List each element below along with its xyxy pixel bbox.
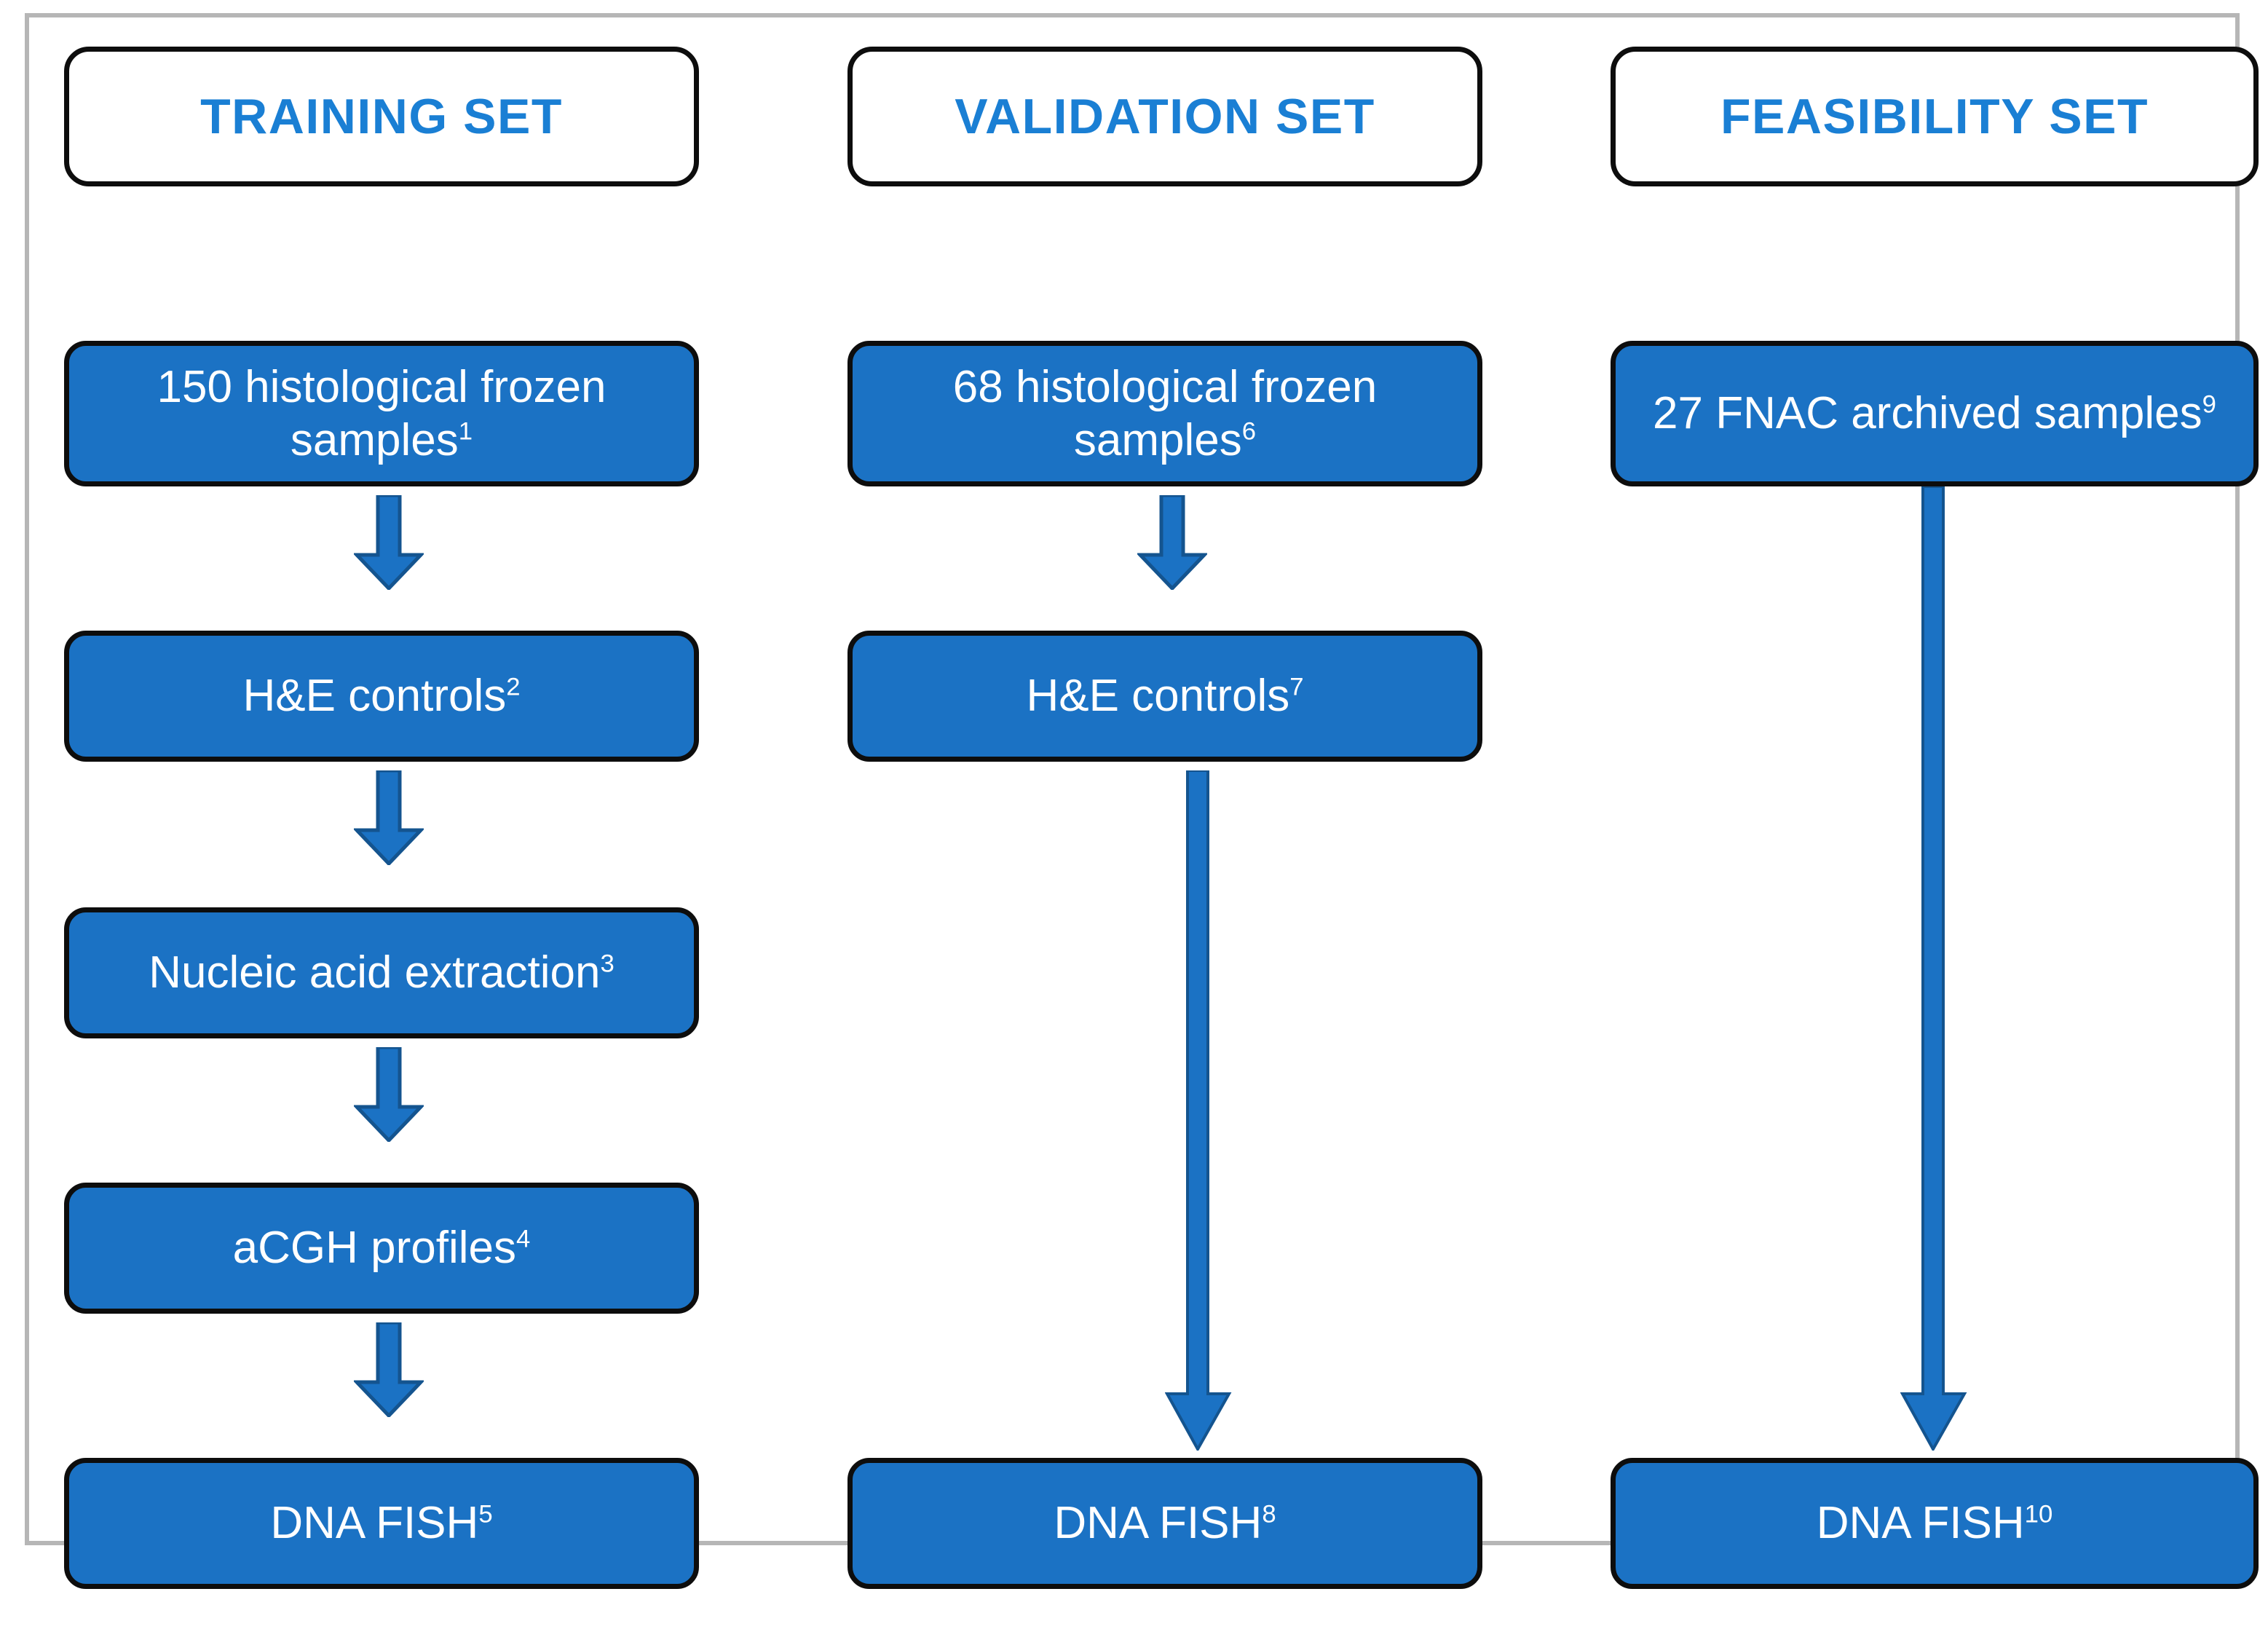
- node-label-training-dna-fish: DNA FISH5: [270, 1498, 493, 1549]
- node-training-dna-fish: DNA FISH5: [64, 1458, 699, 1589]
- arrow-training-samples-to-he-controls: [354, 495, 424, 590]
- node-label-training-nucleic-acid-extraction: Nucleic acid extraction3: [149, 947, 615, 998]
- superscript-ref: 3: [600, 950, 615, 978]
- header-box-validation-set: VALIDATION SET: [847, 47, 1482, 186]
- node-validation-samples: 68 histological frozen samples6: [847, 341, 1482, 486]
- node-label-training-he-controls: H&E controls2: [242, 671, 521, 722]
- superscript-ref: 9: [2202, 390, 2216, 419]
- node-training-acgh-profiles: aCGH profiles4: [64, 1183, 699, 1314]
- node-training-samples: 150 histological frozen samples1: [64, 341, 699, 486]
- node-label-training-samples: 150 histological frozen samples1: [157, 361, 606, 465]
- column-feasibility-set: FEASIBILITY SET 27 FNAC archived samples…: [1593, 17, 2268, 1589]
- superscript-ref: 4: [516, 1225, 531, 1253]
- node-validation-dna-fish: DNA FISH8: [847, 1458, 1482, 1589]
- node-feasibility-dna-fish: DNA FISH10: [1611, 1458, 2259, 1589]
- node-label-feasibility-dna-fish: DNA FISH10: [1816, 1498, 2053, 1549]
- header-box-training-set: TRAINING SET: [64, 47, 699, 186]
- column-training-set: TRAINING SET 150 histological frozen sam…: [42, 17, 741, 1589]
- node-training-he-controls: H&E controls2: [64, 631, 699, 762]
- superscript-ref: 10: [2024, 1500, 2053, 1529]
- header-label-training-set: TRAINING SET: [200, 89, 563, 144]
- node-validation-he-controls: H&E controls7: [847, 631, 1482, 762]
- node-label-validation-he-controls: H&E controls7: [1026, 671, 1304, 722]
- node-label-feasibility-samples: 27 FNAC archived samples9: [1653, 388, 2216, 439]
- column-validation-set: VALIDATION SET 68 histological frozen sa…: [826, 17, 1525, 1589]
- node-label-training-acgh-profiles: aCGH profiles4: [232, 1223, 531, 1274]
- superscript-ref: 8: [1262, 1500, 1276, 1529]
- node-training-nucleic-acid-extraction: Nucleic acid extraction3: [64, 907, 699, 1038]
- superscript-ref: 5: [478, 1500, 493, 1529]
- arrow-he-controls-to-nucleic-acid-extraction: [354, 770, 424, 865]
- header-label-validation-set: VALIDATION SET: [955, 89, 1375, 144]
- arrow-feasibility-samples-to-dna-fish: [1900, 486, 1967, 1451]
- node-label-validation-dna-fish: DNA FISH8: [1054, 1498, 1276, 1549]
- superscript-ref: 1: [458, 417, 473, 446]
- header-box-feasibility-set: FEASIBILITY SET: [1611, 47, 2259, 186]
- node-label-validation-samples: 68 histological frozen samples6: [952, 361, 1378, 465]
- arrow-validation-he-controls-to-dna-fish: [1165, 770, 1232, 1451]
- arrow-nucleic-acid-extraction-to-acgh-profiles: [354, 1047, 424, 1142]
- arrow-acgh-profiles-to-dna-fish: [354, 1322, 424, 1417]
- superscript-ref: 2: [506, 673, 521, 701]
- superscript-ref: 7: [1289, 673, 1304, 701]
- superscript-ref: 6: [1241, 417, 1257, 446]
- node-feasibility-samples: 27 FNAC archived samples9: [1611, 341, 2259, 486]
- arrow-validation-samples-to-he-controls: [1137, 495, 1207, 590]
- flowchart-figure-frame: TRAINING SET 150 histological frozen sam…: [25, 13, 2259, 1589]
- header-label-feasibility-set: FEASIBILITY SET: [1720, 89, 2149, 144]
